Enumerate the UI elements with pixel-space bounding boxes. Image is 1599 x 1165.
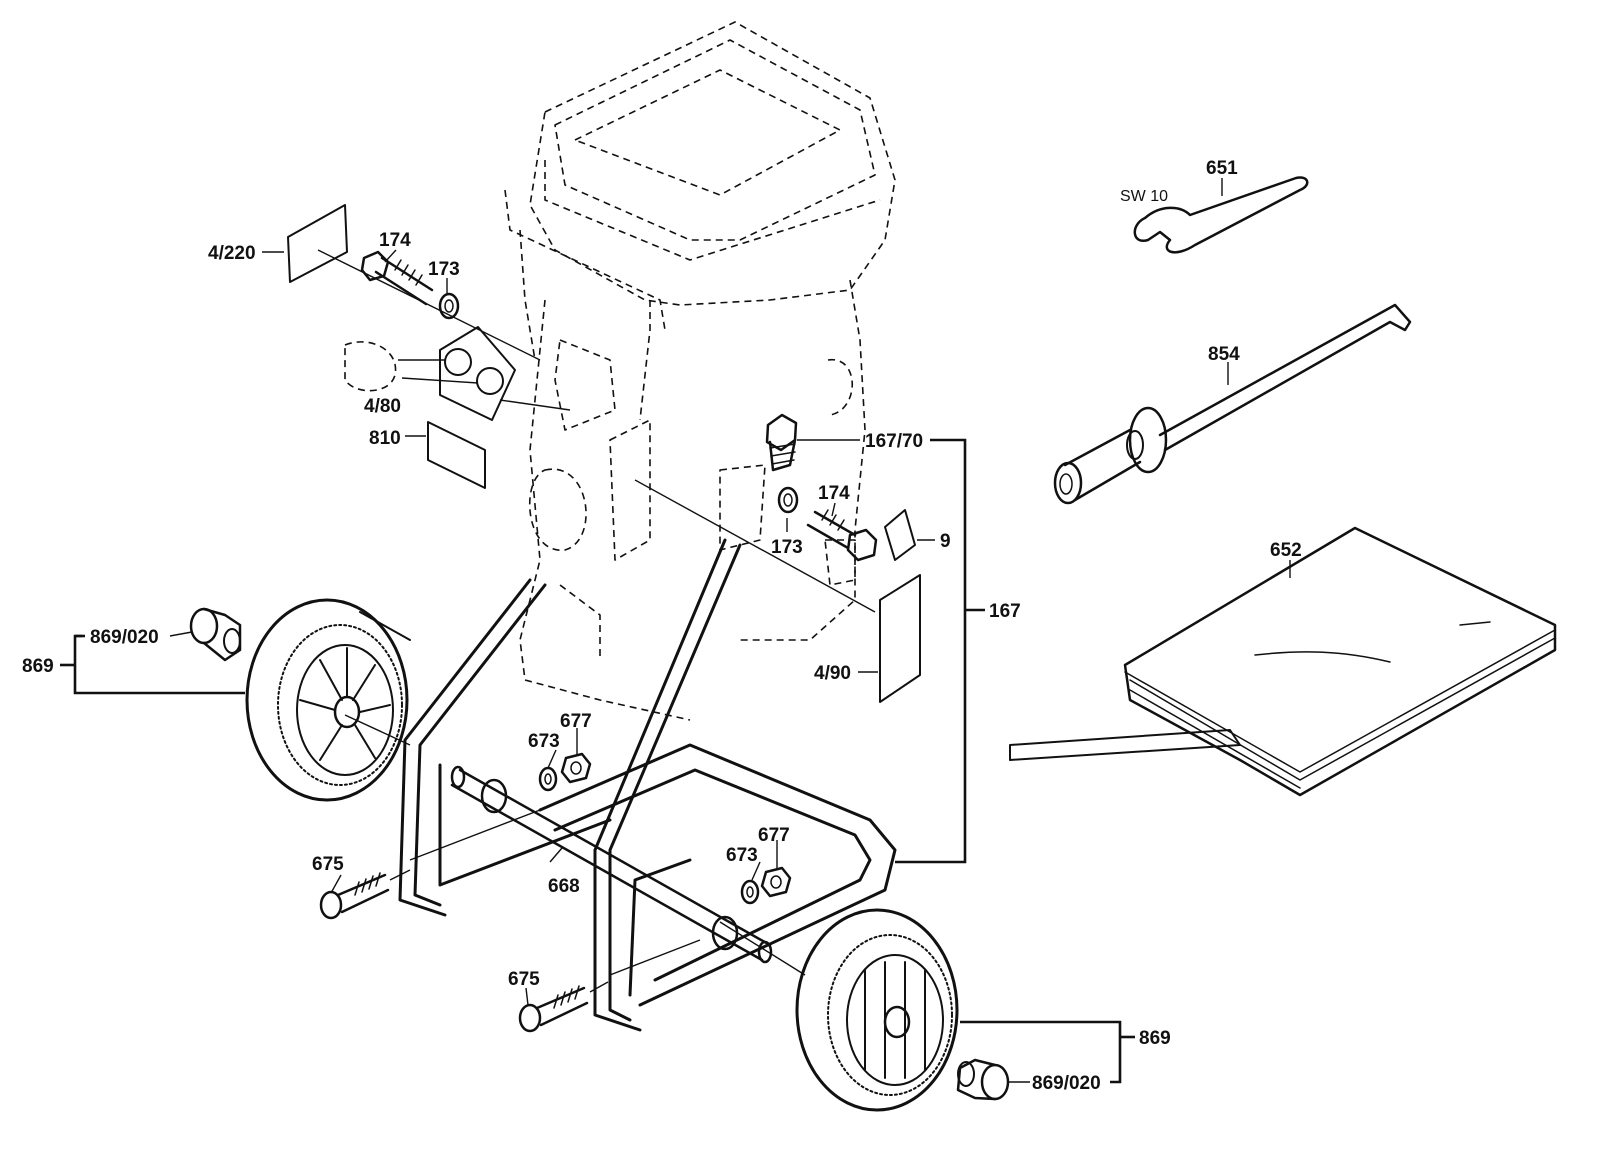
hub-cap-left [189, 607, 242, 662]
part-labels: 4/220 174 173 4/80 810 167/70 174 173 9 … [22, 158, 1302, 1094]
wheel-left [245, 598, 411, 802]
bracket-869-right [960, 1020, 1135, 1084]
label-673-left: 673 [528, 731, 560, 752]
label-668: 668 [548, 876, 580, 897]
label-652: 652 [1270, 540, 1302, 561]
nut-677-left [560, 752, 592, 784]
label-673-right: 673 [726, 845, 758, 866]
bolt-675-right [518, 981, 609, 1033]
bolt-675-left [319, 869, 411, 920]
label-869-right: 869 [1139, 1028, 1171, 1049]
label-174-mid: 174 [818, 483, 850, 504]
label-173-top: 173 [428, 259, 460, 280]
label-plate-4-220 [287, 204, 541, 361]
hub-cap-right [956, 1058, 1010, 1101]
label-174-top: 174 [379, 230, 411, 251]
axle-668 [344, 714, 806, 976]
label-869-left: 869 [22, 656, 54, 677]
plug-167-70 [765, 413, 860, 472]
label-167-70: 167/70 [865, 431, 923, 452]
label-854: 854 [1208, 344, 1240, 365]
leader-lines [169, 178, 1291, 1083]
label-677-right: 677 [758, 825, 790, 846]
bracket-869-left [60, 634, 245, 695]
manual-652 [1009, 526, 1557, 797]
washer-173-mid [777, 486, 799, 514]
label-173-mid: 173 [771, 537, 803, 558]
label-869-020-right: 869/020 [1032, 1073, 1101, 1094]
label-869-020-left: 869/020 [90, 627, 159, 648]
bolt-174-top [360, 250, 434, 306]
label-675-left: 675 [312, 854, 344, 875]
label-9: 9 [940, 531, 951, 552]
label-675-right: 675 [508, 969, 540, 990]
washer-173-top [438, 292, 460, 320]
washer-673-left [538, 766, 558, 792]
washer-673-right [740, 879, 760, 905]
label-167: 167 [989, 601, 1021, 622]
label-plate-4-80 [398, 326, 571, 421]
label-677-left: 677 [560, 711, 592, 732]
label-plate-9 [884, 509, 916, 561]
bracket-167 [895, 438, 985, 864]
frame-stand [398, 538, 897, 1032]
label-651: 651 [1206, 158, 1238, 179]
machine-body-outline [344, 21, 896, 721]
label-4-220: 4/220 [208, 243, 256, 264]
push-rod-854 [1053, 303, 1412, 505]
nut-677-right [760, 866, 792, 898]
label-810: 810 [369, 428, 401, 449]
label-4-80: 4/80 [364, 396, 401, 417]
bolt-174-mid [806, 509, 878, 562]
label-plate-4-90 [879, 574, 921, 703]
label-plate-810 [427, 421, 486, 489]
label-sw10: SW 10 [1120, 188, 1168, 205]
label-4-90: 4/90 [814, 663, 851, 684]
wrench-651 [1133, 176, 1309, 254]
wheel-right [795, 908, 959, 1112]
